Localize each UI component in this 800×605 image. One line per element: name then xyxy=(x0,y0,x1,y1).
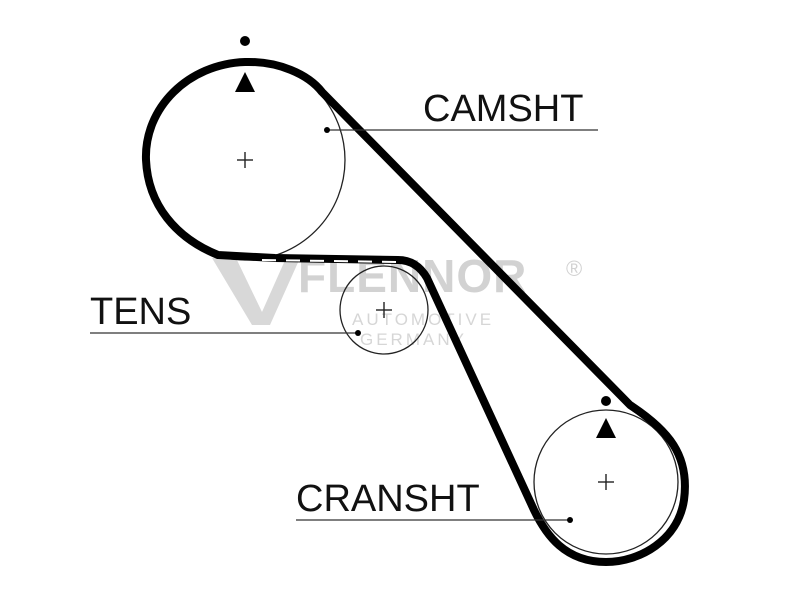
timing-belt xyxy=(141,57,689,566)
camshaft-center-icon xyxy=(237,152,253,168)
watermark-line2: GERMANY xyxy=(360,330,467,349)
tensioner-pulley xyxy=(339,265,429,355)
crankshaft-timing-mark-icon xyxy=(596,396,616,438)
crankshaft-label: CRANSHT xyxy=(296,478,480,520)
camshaft-timing-mark-icon xyxy=(235,36,255,92)
tensioner-center-icon xyxy=(376,302,392,318)
camshaft-leader-line xyxy=(324,127,598,133)
watermark-line1: AUTOMOTIVE xyxy=(352,310,494,329)
crankshaft-leader-line xyxy=(296,517,573,523)
watermark-registered: ® xyxy=(566,256,582,281)
tensioner-label: TENS xyxy=(90,291,191,333)
watermark-logo-icon xyxy=(212,258,300,325)
crankshaft-center-icon xyxy=(598,474,614,490)
camshaft-label: CAMSHT xyxy=(423,88,583,130)
tensioner-leader-line xyxy=(90,330,361,336)
crankshaft-pulley xyxy=(533,409,679,555)
